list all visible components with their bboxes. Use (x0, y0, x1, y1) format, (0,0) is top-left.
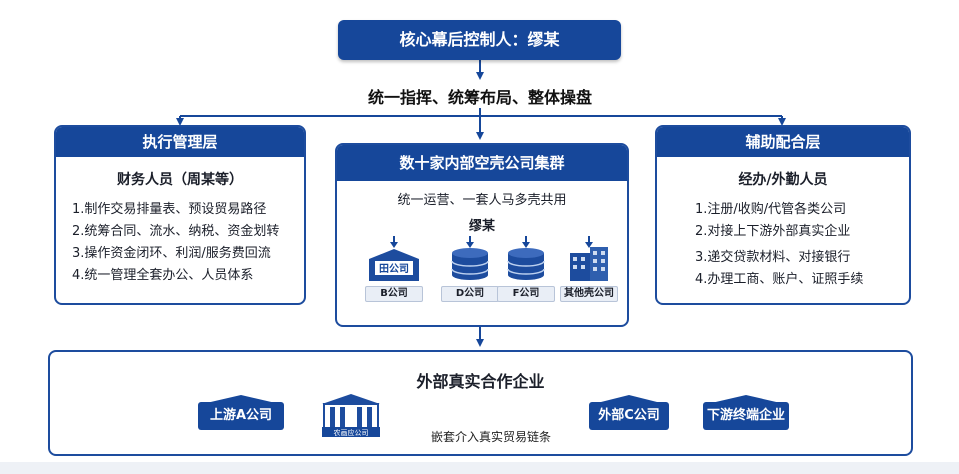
box-label: 下游终端企业 (706, 408, 785, 423)
company-b: 田公司 B公司 (365, 233, 423, 302)
down-arrow-icon (585, 236, 593, 248)
box-label: 外部C公司 (598, 408, 660, 423)
building-sign-icon: 田公司 (369, 249, 419, 281)
list-item: 2.统筹合同、流水、纳税、资金划转 (72, 224, 280, 239)
upstream-company-box: 上游A公司 (198, 395, 284, 430)
execution-management-panel: 执行管理层 财务人员（周某等） 1.制作交易排量表、预设贸易路径 2.统筹合同、… (54, 125, 306, 305)
company-label: F公司 (497, 286, 555, 302)
down-arrow-icon (522, 236, 530, 248)
cluster-description: 统一运营、一套人马多壳共用 (397, 193, 567, 208)
controller-box: 核心幕后控制人：缪某 (338, 20, 621, 60)
box-label: 上游A公司 (209, 408, 273, 423)
bottom-strip (0, 462, 959, 474)
company-other: 其他壳公司 (560, 233, 618, 302)
roof-icon (707, 395, 785, 404)
bank-building-icon: 农画应公司 (322, 394, 380, 437)
company-label: 其他壳公司 (560, 286, 618, 302)
list-item: 1.制作交易排量表、预设贸易路径 (72, 202, 267, 217)
panel-title: 执行管理层 (56, 127, 304, 157)
down-arrow-icon (466, 236, 474, 248)
downstream-company-box: 下游终端企业 (703, 395, 789, 430)
list-item: 3.递交贷款材料、对接银行 (695, 250, 851, 265)
list-item: 2.对接上下游外部真实企业 (695, 224, 851, 239)
external-partners-panel: 外部真实合作企业 上游A公司 农画应公司 嵌套介入真实贸易链条 外部C公司 下游… (48, 350, 913, 456)
company-label: D公司 (441, 286, 499, 302)
list-item: 4.统一管理全套办公、人员体系 (72, 268, 254, 283)
panel-title: 数十家内部空壳公司集群 (337, 145, 627, 181)
duty-list: 1.注册/收购/代管各类公司 2.对接上下游外部真实企业 3.递交贷款材料、对接… (657, 199, 909, 291)
roof-icon (202, 395, 280, 404)
company-label: B公司 (365, 286, 423, 302)
roof-icon (593, 395, 665, 404)
database-stack-icon (507, 248, 545, 280)
panel-title: 外部真实合作企业 (416, 372, 545, 391)
office-building-icon (570, 247, 608, 281)
cluster-controller-name: 缪某 (468, 219, 495, 234)
list-item: 4.办理工商、账户、证照手续 (695, 272, 864, 287)
duty-list: 1.制作交易排量表、预设贸易路径 2.统筹合同、流水、纳税、资金划转 3.操作资… (56, 199, 304, 287)
company-d: D公司 (441, 233, 499, 302)
list-item: 3.操作资金闭环、利润/服务费回流 (72, 246, 271, 261)
list-item: 1.注册/收购/代管各类公司 (695, 202, 847, 217)
panel-title: 辅助配合层 (657, 127, 909, 157)
svg-text:田公司: 田公司 (379, 263, 409, 275)
panel-subtitle: 财务人员（周某等） (117, 172, 243, 188)
database-stack-icon (451, 248, 489, 280)
company-f: F公司 (497, 233, 555, 302)
panel-subtitle: 经办/外勤人员 (738, 172, 828, 188)
svg-text:农画应公司: 农画应公司 (334, 428, 369, 437)
down-arrow-icon (390, 236, 398, 248)
trade-chain-text: 嵌套介入真实贸易链条 (431, 430, 552, 444)
command-slogan: 统一指挥、统筹布局、整体操盘 (367, 88, 592, 107)
auxiliary-support-panel: 辅助配合层 经办/外勤人员 1.注册/收购/代管各类公司 2.对接上下游外部真实… (655, 125, 911, 305)
shell-company-cluster-panel: 数十家内部空壳公司集群 统一运营、一套人马多壳共用 缪某 田公司 B公司 D公司 (335, 143, 629, 327)
external-company-c-box: 外部C公司 (589, 395, 669, 430)
